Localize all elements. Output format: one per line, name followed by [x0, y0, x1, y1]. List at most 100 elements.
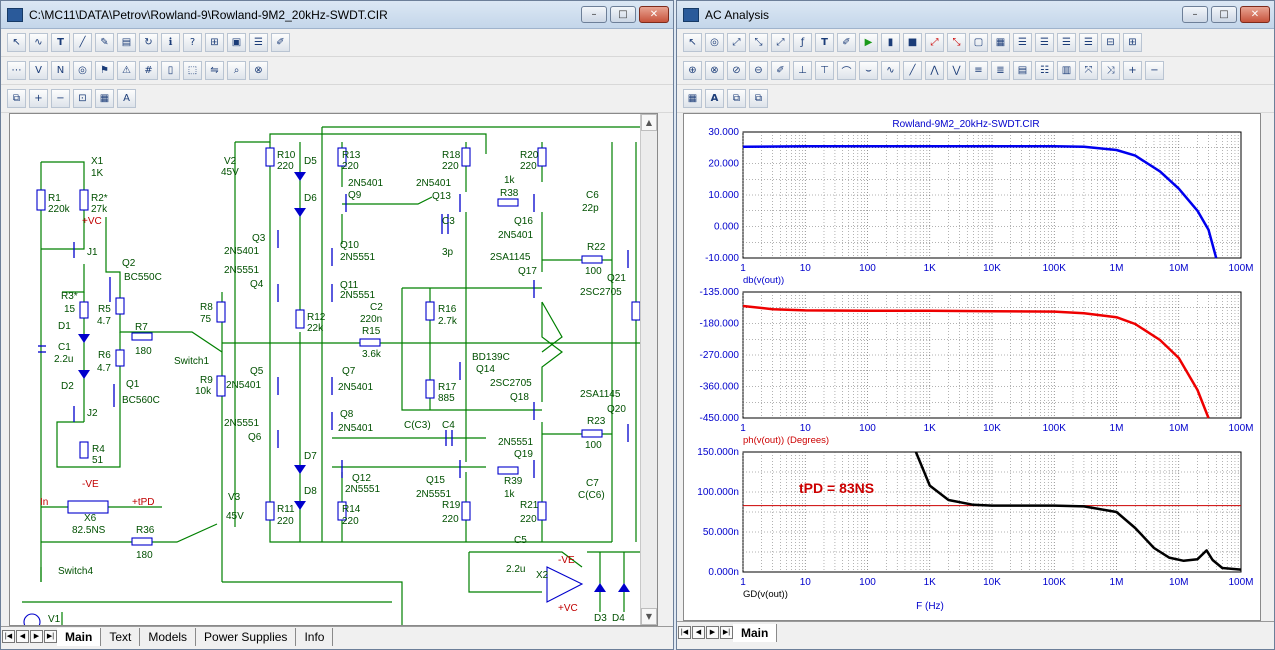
- network-icon[interactable]: ⊞: [205, 33, 224, 52]
- run-icon[interactable]: ▶: [859, 33, 878, 52]
- split-icon[interactable]: ⊟: [1101, 33, 1120, 52]
- copy-icon[interactable]: ⧉: [727, 89, 746, 108]
- low-icon[interactable]: ⌣: [859, 61, 878, 80]
- close-button[interactable]: ✕: [639, 6, 669, 23]
- line-icon[interactable]: ╱: [73, 33, 92, 52]
- fit-icon[interactable]: ⊡: [73, 89, 92, 108]
- stop-icon[interactable]: ■: [903, 33, 922, 52]
- scale-icon[interactable]: ⤢: [727, 33, 746, 52]
- maximize-button[interactable]: □: [1211, 6, 1237, 23]
- box-icon[interactable]: ▢: [969, 33, 988, 52]
- zoom-box-icon[interactable]: ⬚: [183, 61, 202, 80]
- tab-main[interactable]: Main: [733, 623, 778, 642]
- slope-icon[interactable]: ╱: [903, 61, 922, 80]
- clipboard-icon[interactable]: ▤: [1013, 61, 1032, 80]
- minimize-button[interactable]: –: [1182, 6, 1208, 23]
- tab-info[interactable]: Info: [296, 627, 334, 646]
- zoom-in-icon[interactable]: +: [1123, 61, 1142, 80]
- next-page-icon[interactable]: ▶: [30, 630, 43, 643]
- node-icon[interactable]: ⋯: [7, 61, 26, 80]
- info-icon[interactable]: ℹ: [161, 33, 180, 52]
- zoom-icon[interactable]: ⊕: [683, 61, 702, 80]
- rotate-icon[interactable]: ↻: [139, 33, 158, 52]
- edit-icon[interactable]: ✐: [271, 33, 290, 52]
- tab-text[interactable]: Text: [101, 627, 141, 646]
- grid-icon[interactable]: ▦: [991, 33, 1010, 52]
- last-page-icon[interactable]: ▶|: [720, 626, 733, 639]
- flag-icon[interactable]: ⚑: [95, 61, 114, 80]
- plot-4-icon[interactable]: ☰: [1079, 33, 1098, 52]
- font-icon[interactable]: A: [117, 89, 136, 108]
- ac-analysis-titlebar[interactable]: AC Analysis – □ ✕: [677, 1, 1274, 29]
- tab-models[interactable]: Models: [140, 627, 197, 646]
- font-icon[interactable]: A: [705, 89, 724, 108]
- maximize-button[interactable]: □: [610, 6, 636, 23]
- scale-y-icon[interactable]: ⤢: [771, 33, 790, 52]
- probe-icon[interactable]: ◎: [705, 33, 724, 52]
- plot-1-icon[interactable]: ☰: [1013, 33, 1032, 52]
- prev-page-icon[interactable]: ◀: [16, 630, 29, 643]
- bottom-icon[interactable]: ≣: [991, 61, 1010, 80]
- tab-main[interactable]: Main: [57, 627, 102, 646]
- function-icon[interactable]: ƒ: [793, 33, 812, 52]
- edit-icon[interactable]: ✐: [837, 33, 856, 52]
- fit-icon[interactable]: ⤧: [1079, 61, 1098, 80]
- select-icon[interactable]: ↖: [683, 33, 702, 52]
- cursor-right-icon[interactable]: ⤡: [947, 33, 966, 52]
- prev-page-icon[interactable]: ◀: [692, 626, 705, 639]
- text-icon[interactable]: T: [51, 33, 70, 52]
- top-icon[interactable]: ≡: [969, 61, 988, 80]
- chip-icon[interactable]: ▣: [227, 33, 246, 52]
- zoom-x-icon[interactable]: ⊗: [705, 61, 724, 80]
- find-icon[interactable]: ⌕: [227, 61, 246, 80]
- list-icon[interactable]: ☷: [1035, 61, 1054, 80]
- tab-power-supplies[interactable]: Power Supplies: [196, 627, 297, 646]
- page-icon[interactable]: ▯: [161, 61, 180, 80]
- schematic-titlebar[interactable]: C:\MC11\DATA\Petrov\Rowland-9\Rowland-9M…: [1, 1, 673, 29]
- paste-icon[interactable]: ⧉: [749, 89, 768, 108]
- first-page-icon[interactable]: |◀: [678, 626, 691, 639]
- last-page-icon[interactable]: ▶|: [44, 630, 57, 643]
- crosshair-icon[interactable]: ⊞: [1123, 33, 1142, 52]
- pen-icon[interactable]: ✎: [95, 33, 114, 52]
- stop-icon[interactable]: ⊗: [249, 61, 268, 80]
- zoom-in-icon[interactable]: +: [29, 89, 48, 108]
- component-icon[interactable]: ▤: [117, 33, 136, 52]
- zoom-y-icon[interactable]: ⊘: [727, 61, 746, 80]
- grid-dots-icon[interactable]: #: [139, 61, 158, 80]
- peak-icon[interactable]: ⊥: [793, 61, 812, 80]
- scroll-up-icon[interactable]: ▲: [641, 114, 657, 131]
- inflection-icon[interactable]: ∿: [881, 61, 900, 80]
- cursor-left-icon[interactable]: ⤢: [925, 33, 944, 52]
- plot-3-icon[interactable]: ☰: [1057, 33, 1076, 52]
- text-icon[interactable]: T: [815, 33, 834, 52]
- zoom-out-icon[interactable]: −: [51, 89, 70, 108]
- first-page-icon[interactable]: |◀: [2, 630, 15, 643]
- probe-icon[interactable]: ◎: [73, 61, 92, 80]
- minimize-button[interactable]: –: [581, 6, 607, 23]
- close-button[interactable]: ✕: [1240, 6, 1270, 23]
- scale-fit-icon[interactable]: ⤨: [1101, 61, 1120, 80]
- schematic-vscrollbar[interactable]: ▲ ▼: [640, 114, 657, 625]
- layout-icon[interactable]: ▦: [683, 89, 702, 108]
- layout-icon[interactable]: ▦: [95, 89, 114, 108]
- wire-icon[interactable]: ∿: [29, 33, 48, 52]
- global-high-icon[interactable]: ⋀: [925, 61, 944, 80]
- zoom-out-icon[interactable]: ⊖: [749, 61, 768, 80]
- voltage-icon[interactable]: V: [29, 61, 48, 80]
- high-icon[interactable]: ⌒: [837, 61, 856, 80]
- pause-icon[interactable]: ▮: [881, 33, 900, 52]
- zoom-minus-icon[interactable]: −: [1145, 61, 1164, 80]
- scroll-down-icon[interactable]: ▼: [641, 608, 657, 625]
- properties-icon[interactable]: ✐: [771, 61, 790, 80]
- scale-x-icon[interactable]: ⤡: [749, 33, 768, 52]
- select-icon[interactable]: ↖: [7, 33, 26, 52]
- next-page-icon[interactable]: ▶: [706, 626, 719, 639]
- net-icon[interactable]: N: [51, 61, 70, 80]
- help-icon[interactable]: ?: [183, 33, 202, 52]
- copy-icon[interactable]: ⧉: [7, 89, 26, 108]
- global-low-icon[interactable]: ⋁: [947, 61, 966, 80]
- warning-icon[interactable]: ⚠: [117, 61, 136, 80]
